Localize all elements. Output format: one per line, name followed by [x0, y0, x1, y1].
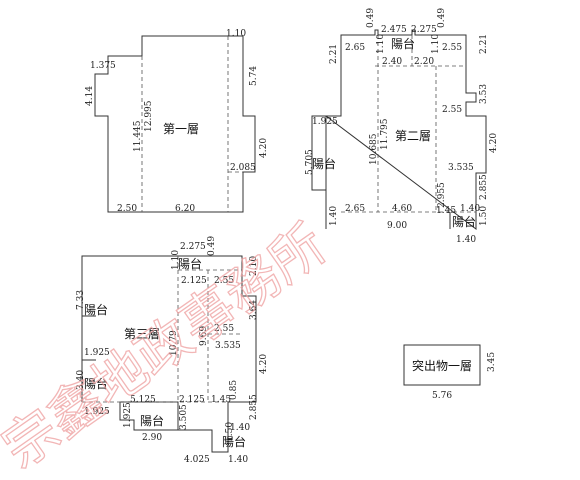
dim-roof-h: 3.45 [487, 352, 497, 372]
dim-f2-b6: 1.50 [479, 206, 489, 226]
dim-f3-b7: 3.505 [179, 404, 189, 430]
dim-f2-b5: 1.40 [460, 204, 480, 214]
floor3-outline [81, 255, 257, 453]
dim-f2-h: 2.55 [442, 105, 462, 115]
floor3-balcony-right: 陽台 [222, 434, 246, 449]
dim-f2-f: 2.21 [479, 34, 489, 54]
roof-outline [403, 344, 481, 386]
floor2-balcony-left: 陽台 [312, 156, 336, 171]
dim-f2-t6: 1.10 [431, 34, 441, 54]
dim-f3-b13: 1.40 [228, 455, 248, 465]
dim-f3-b9: 1.40 [230, 423, 250, 433]
dim-f3-b2: 2.125 [179, 395, 205, 405]
dim-f2-left-h: 5.705 [305, 149, 315, 175]
dim-f3-b8: 2.855 [249, 394, 259, 420]
dim-f2-t3: 2.275 [411, 25, 437, 35]
dim-f1-left-a: 1.375 [90, 61, 116, 71]
roof-protrusion-plan: 突出物一層 5.76 3.45 [403, 344, 497, 401]
dim-f1-top: 1.10 [226, 29, 246, 39]
floor3-label: 第三層 [124, 327, 160, 341]
dim-f3-b12: 4.025 [184, 455, 210, 465]
dim-f3-b5: 1.925 [84, 407, 110, 417]
dim-f2-v1: 10.685 [369, 133, 379, 165]
dim-f3-b4: 0.85 [229, 380, 239, 400]
floor3-balcony-left1: 陽台 [84, 302, 108, 317]
dim-roof-w: 5.76 [432, 391, 452, 401]
dim-f3-left-h2: 3.40 [76, 370, 86, 390]
floor2-label: 第二層 [395, 129, 431, 143]
dim-f1-v2: 12.995 [144, 100, 154, 132]
dim-f3-left-h1: 7.33 [76, 290, 86, 310]
dim-f3-t1: 2.275 [180, 242, 206, 252]
dim-f2-t1: 0.49 [366, 8, 376, 28]
dim-f1-right-h2: 4.20 [259, 138, 269, 158]
dim-f3-v2: 9.69 [199, 326, 209, 346]
dim-f2-b4: 1.45 [436, 206, 456, 216]
dim-f1-bot-a: 2.50 [117, 204, 137, 214]
floor1-label: 第一層 [163, 122, 199, 136]
dim-f1-bot-b: 6.20 [175, 204, 195, 214]
dim-f2-b1: 1.40 [329, 206, 339, 226]
dim-f3-t2: 1.10 [171, 250, 181, 270]
dim-f2-t2: 2.475 [381, 25, 407, 35]
dim-f2-t5: 1.10 [376, 34, 386, 54]
dim-f2-r1: 3.535 [448, 163, 474, 173]
dim-f1-v1: 11.445 [133, 120, 143, 152]
dim-f2-a: 2.65 [345, 43, 365, 53]
watermark-text: 宗鑫地政事務所 [0, 212, 337, 480]
dim-f2-total: 9.00 [387, 221, 407, 231]
dim-f3-t6: 2.10 [249, 256, 259, 276]
dim-f2-b2: 2.65 [345, 204, 365, 214]
dim-f2-d: 2.55 [442, 43, 462, 53]
floor3-plan: 陽台 第三層 陽台 陽台 陽台 陽台 2.275 1.10 0.49 2.125… [76, 236, 269, 465]
floor3-balcony-left2: 陽台 [84, 376, 108, 391]
dim-f2-left-a: 1.925 [312, 117, 338, 127]
dim-f3-r3: 3.535 [215, 341, 241, 351]
floor3-balcony-top: 陽台 [178, 256, 202, 271]
dim-f2-v2: 11.795 [380, 118, 390, 150]
floor1-outline [94, 35, 256, 213]
dim-f3-b6: 1.925 [123, 402, 133, 428]
dim-f2-r3: 2.855 [479, 174, 489, 200]
dim-f3-b11: 2.90 [142, 433, 162, 443]
dim-f3-b1: 5.125 [130, 395, 156, 405]
dim-f3-r1: 3.64 [249, 300, 259, 320]
dim-f3-t4: 2.125 [181, 276, 207, 286]
floor2-balcony-top: 陽台 [391, 36, 415, 51]
dim-f2-b: 2.40 [382, 57, 402, 67]
dim-f2-c: 2.20 [414, 57, 434, 67]
floor2-plan: 陽台 第二層 陽台 陽台 0.49 2.475 2.275 0.49 1.10 … [305, 8, 499, 245]
dim-f1-right-h: 5.74 [249, 66, 259, 86]
floor2-balcony-right: 陽台 [452, 214, 476, 229]
dim-f3-b10: 1.50 [225, 422, 235, 442]
dim-f3-t5: 2.55 [214, 276, 234, 286]
dim-f3-b3: 1.45 [211, 395, 231, 405]
dim-f1-left-h: 4.14 [85, 86, 95, 106]
dim-f2-e: 2.21 [329, 44, 339, 64]
dim-f3-r2: 2.55 [214, 324, 234, 334]
dim-f2-t4: 0.49 [437, 8, 447, 28]
dim-f3-t3: 0.49 [207, 236, 217, 256]
dim-f2-bal-w: 1.40 [456, 235, 476, 245]
dim-f1-right-w: 2.085 [230, 163, 256, 173]
roof-label: 突出物一層 [412, 358, 472, 373]
dim-f2-g: 3.53 [479, 84, 489, 104]
dim-f3-left-a: 1.925 [84, 348, 110, 358]
dim-f3-r4: 4.20 [259, 354, 269, 374]
dim-f2-r2: 2.955 [437, 182, 447, 208]
floor1-plan: 第一層 1.10 1.375 4.14 11.445 12.995 5.74 4… [85, 29, 269, 214]
dim-f2-b3: 4.60 [392, 204, 412, 214]
dim-f2-right-h: 4.20 [489, 133, 499, 153]
dim-f3-v1: 10.79 [169, 330, 179, 356]
floor3-balcony-bottom: 陽台 [140, 413, 164, 428]
floor2-outline [311, 29, 487, 231]
